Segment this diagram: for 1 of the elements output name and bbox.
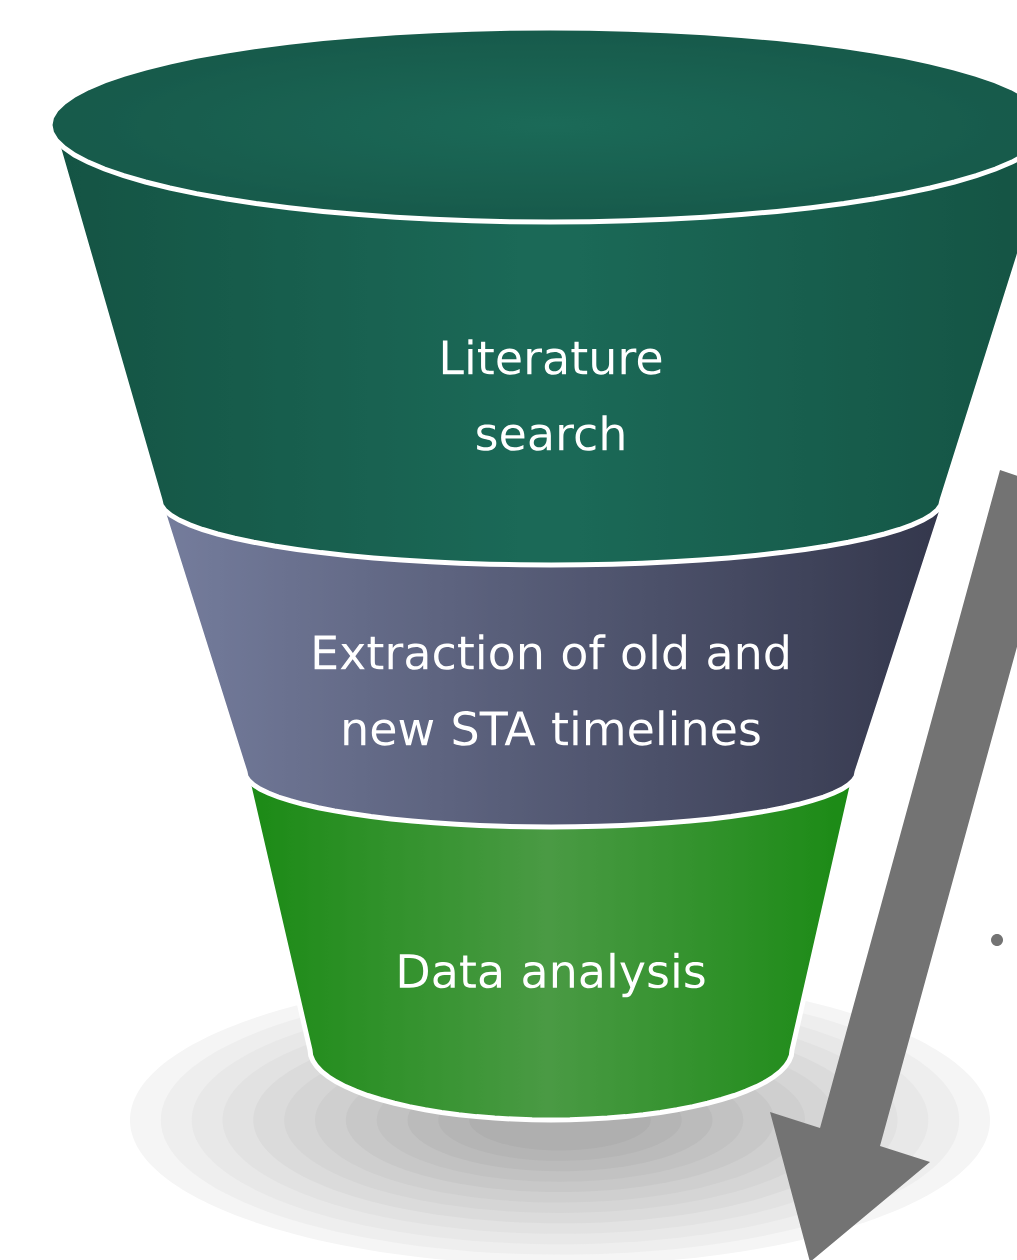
funnel-band: Literature search [47, 25, 1017, 568]
